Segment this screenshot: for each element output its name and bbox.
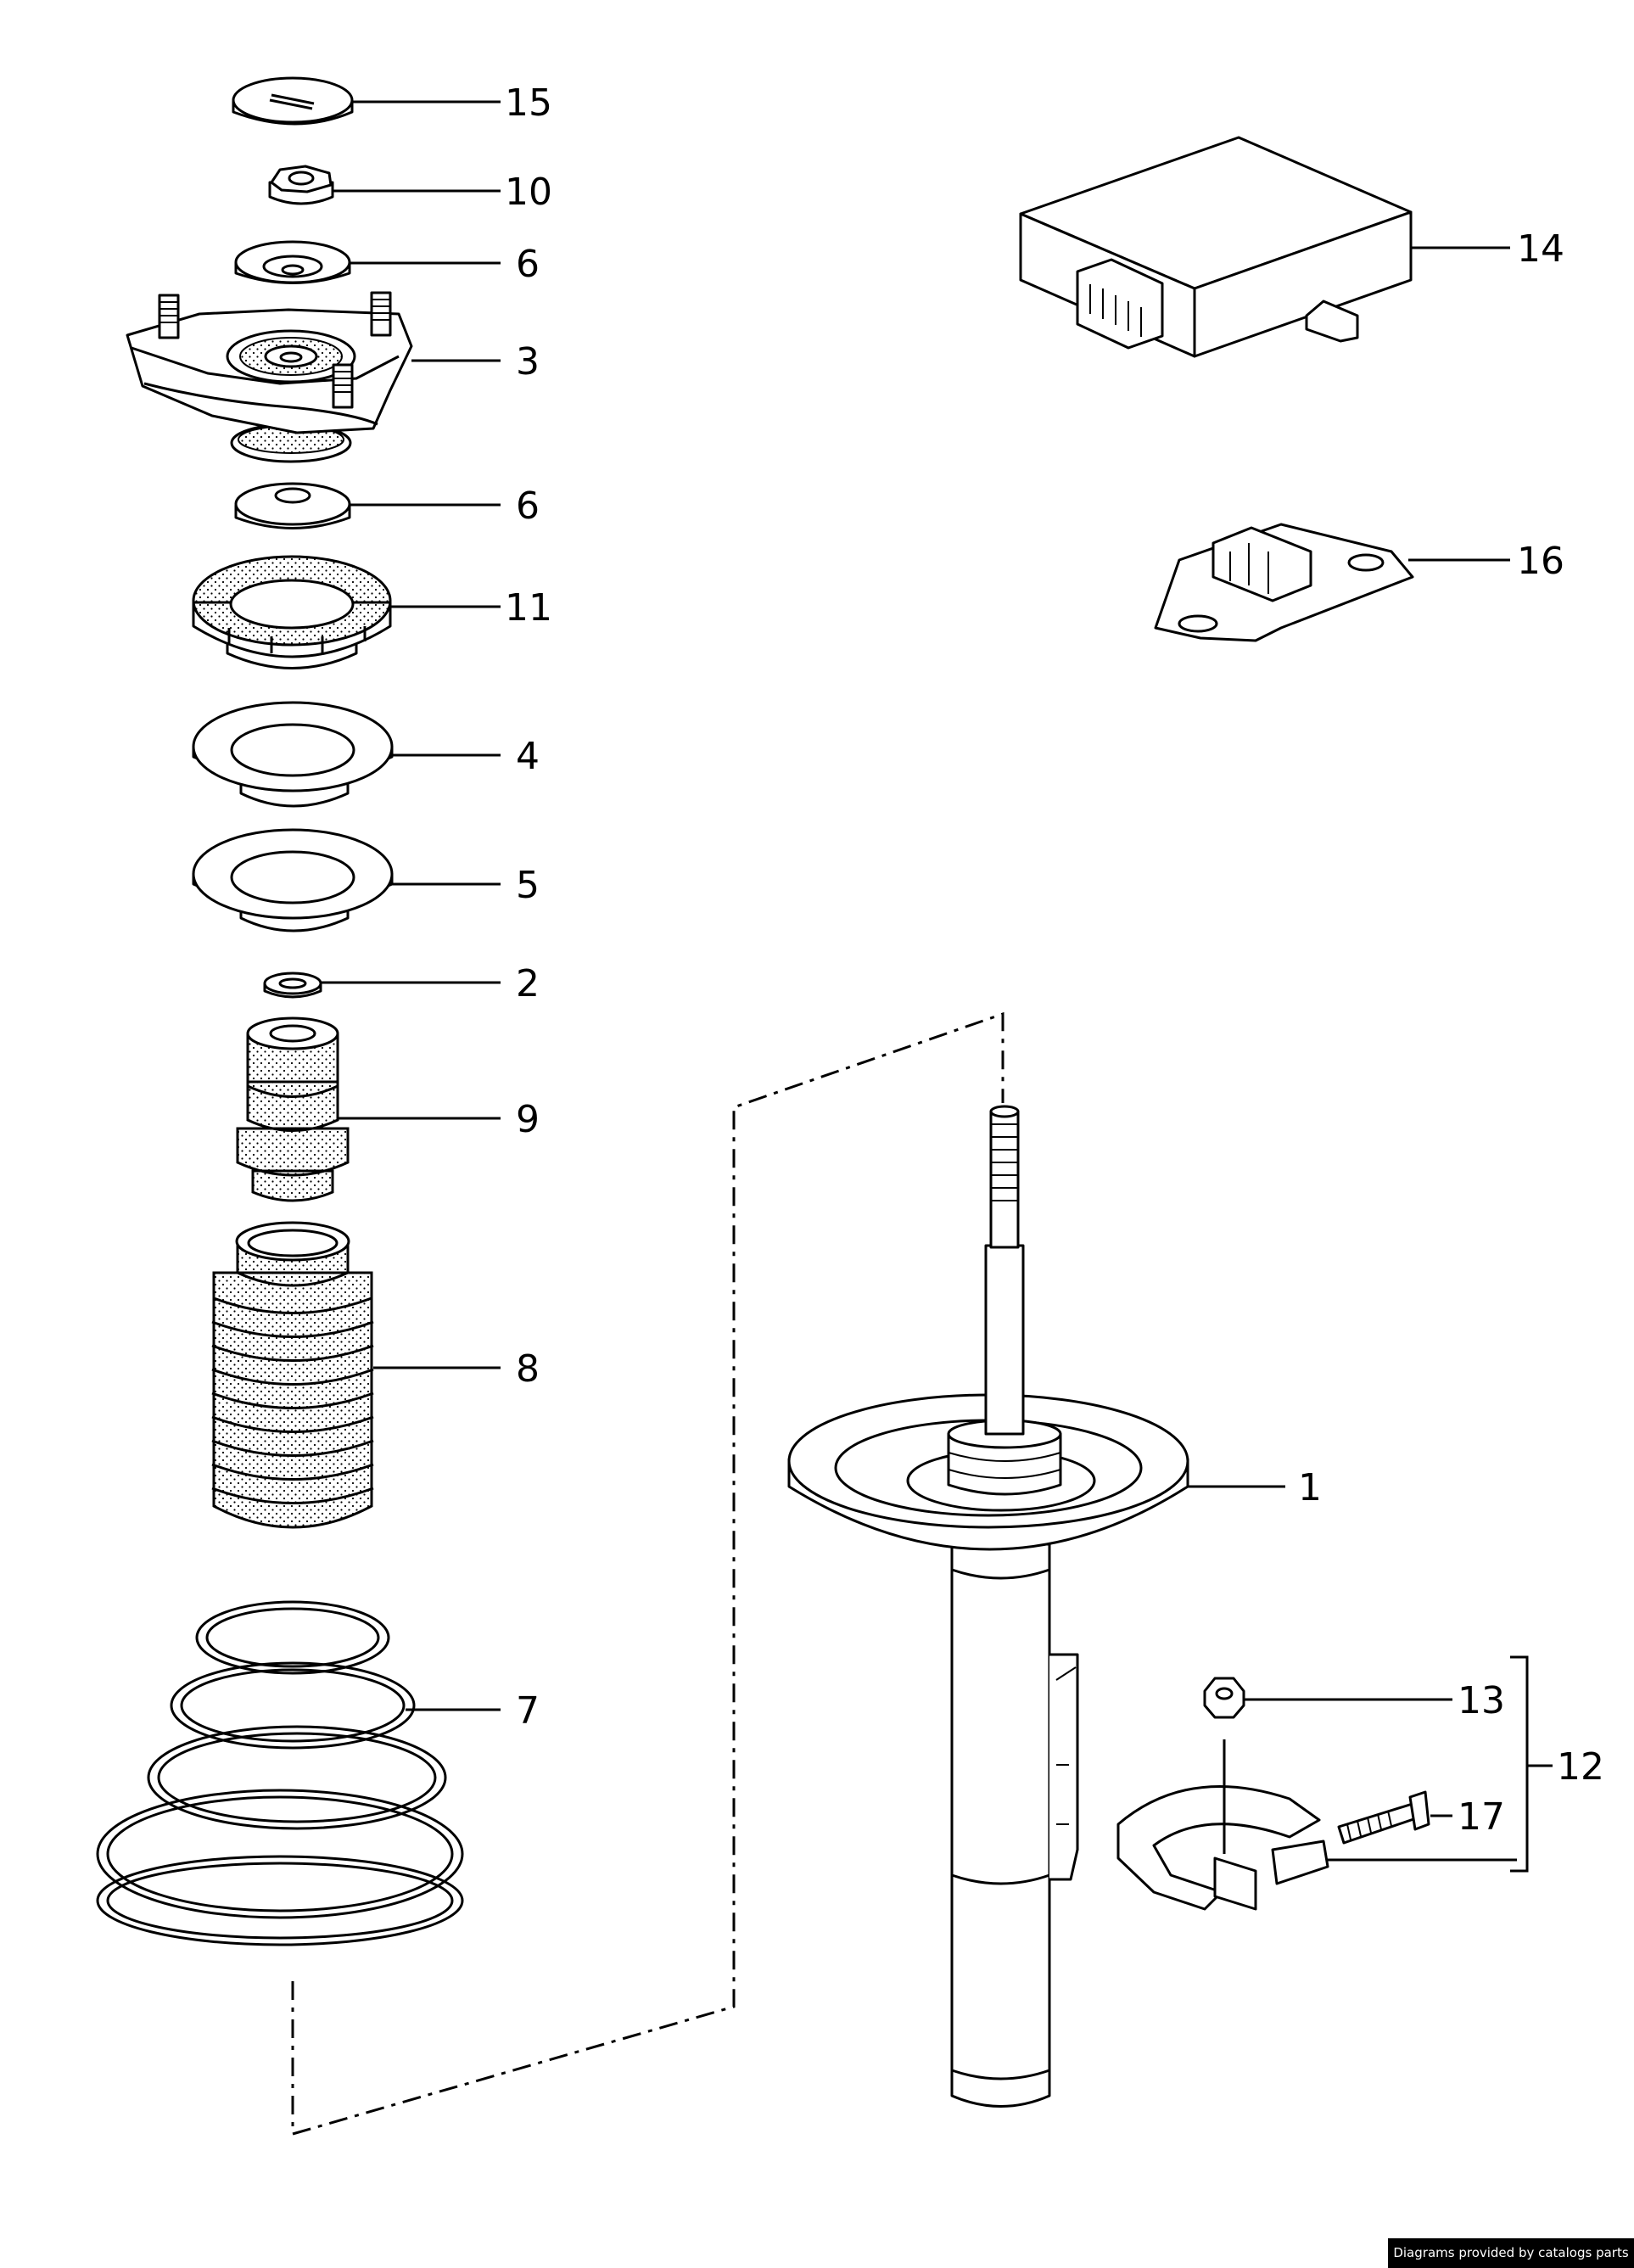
part-6-upper-washer xyxy=(234,240,351,284)
part-14-control-unit xyxy=(1019,136,1413,358)
part-6-lower-washer xyxy=(234,482,351,529)
callout-13: 13 xyxy=(1458,1679,1505,1722)
callout-5: 5 xyxy=(516,864,540,907)
part-1-shock-absorber-strut xyxy=(787,1105,1189,2108)
part-4-spring-pad xyxy=(192,701,394,808)
callout-10: 10 xyxy=(505,171,552,214)
callout-4: 4 xyxy=(516,735,540,778)
callout-7: 7 xyxy=(516,1689,540,1733)
part-17-bolt xyxy=(1337,1790,1430,1845)
callout-8: 8 xyxy=(516,1347,540,1391)
part-16-sensor xyxy=(1154,523,1414,642)
part-12-clamp xyxy=(1116,1785,1329,1911)
assembly-axis-line xyxy=(291,1011,1004,2136)
part-7-coil-spring xyxy=(96,1600,464,1946)
callout-6-upper: 6 xyxy=(516,243,540,286)
part-5-spring-pad xyxy=(192,828,394,932)
part-9-bump-stop xyxy=(236,1016,350,1202)
leader-lines xyxy=(321,100,1553,1873)
part-10-nut xyxy=(268,165,334,205)
callout-1: 1 xyxy=(1298,1466,1322,1509)
diagram-credit-badge: Diagrams provided by catalogs parts xyxy=(1388,2238,1634,2268)
callout-16: 16 xyxy=(1517,540,1564,583)
callout-17: 17 xyxy=(1458,1795,1505,1839)
callout-14: 14 xyxy=(1517,227,1564,271)
part-3-strut-mount xyxy=(126,291,413,463)
part-13-nut xyxy=(1203,1677,1245,1719)
callout-3: 3 xyxy=(516,340,540,384)
callout-9: 9 xyxy=(516,1098,540,1141)
callout-15: 15 xyxy=(505,81,552,125)
callout-11: 11 xyxy=(505,586,552,630)
part-2-washer xyxy=(263,972,322,999)
part-8-protective-bellows xyxy=(211,1221,374,1529)
part-11-spring-seat-bearing xyxy=(192,555,392,669)
callout-labels: 15 10 6 3 6 11 4 5 2 9 8 7 14 16 1 13 17… xyxy=(505,81,1604,1839)
callout-2: 2 xyxy=(516,962,540,1005)
callout-12: 12 xyxy=(1557,1745,1604,1789)
callout-6-lower: 6 xyxy=(516,484,540,528)
part-15-dust-cap xyxy=(232,76,354,126)
